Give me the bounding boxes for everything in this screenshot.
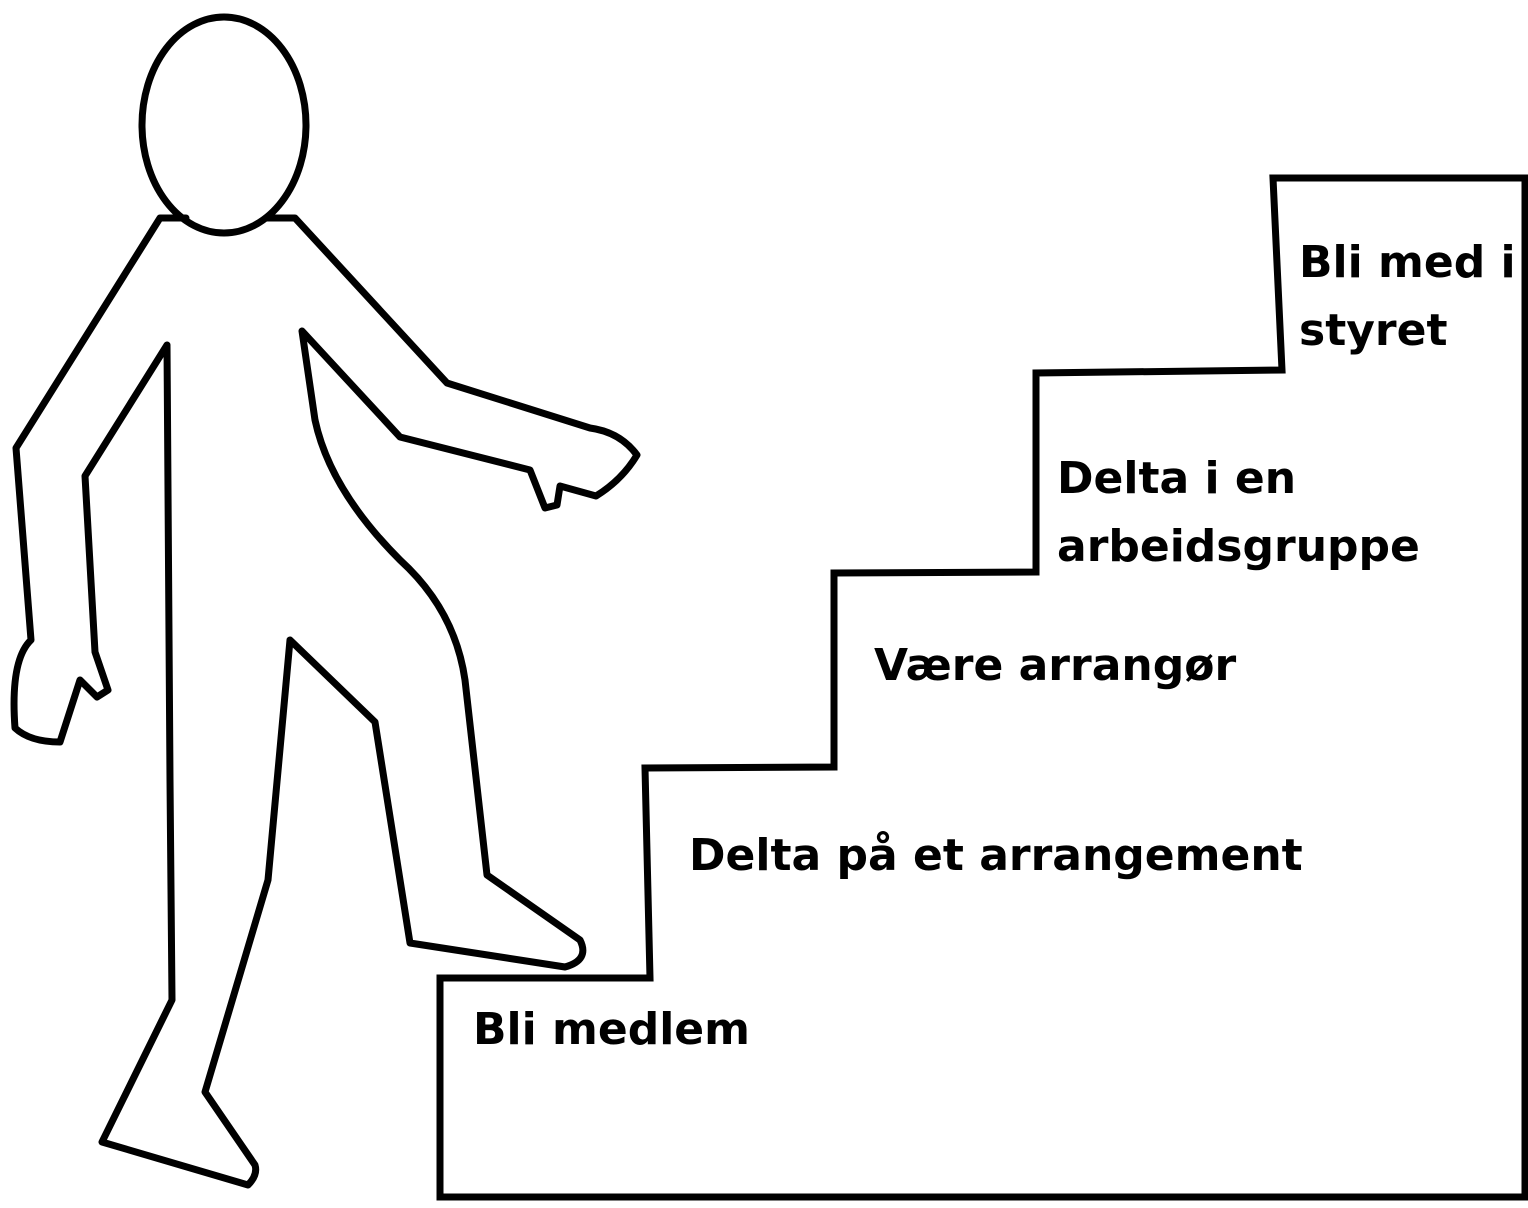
- step-label-delta-arrangement: Delta på et arrangement: [689, 822, 1303, 890]
- step-label-line: Bli medlem: [473, 1004, 750, 1055]
- step-label-vaere-arrangor: Være arrangør: [874, 632, 1236, 700]
- step-label-line: Delta på et arrangement: [689, 830, 1303, 881]
- step-label-line: Bli med i: [1299, 237, 1516, 288]
- person-body-outline: [10, 214, 641, 1189]
- step-label-line: styret: [1299, 305, 1448, 357]
- step-label-line: Delta i en: [1057, 453, 1297, 504]
- step-label-arbeidsgruppe: Delta i en arbeidsgruppe: [1057, 445, 1420, 581]
- staircase-outline: [436, 174, 1528, 1201]
- step-label-bli-medlem: Bli medlem: [473, 996, 750, 1064]
- step-label-line: arbeidsgruppe: [1057, 521, 1420, 573]
- person-head: [138, 13, 310, 237]
- step-label-styret: Bli med i styret: [1299, 229, 1516, 365]
- walking-person-icon: [10, 13, 641, 1189]
- step-label-line: Være arrangør: [874, 640, 1237, 691]
